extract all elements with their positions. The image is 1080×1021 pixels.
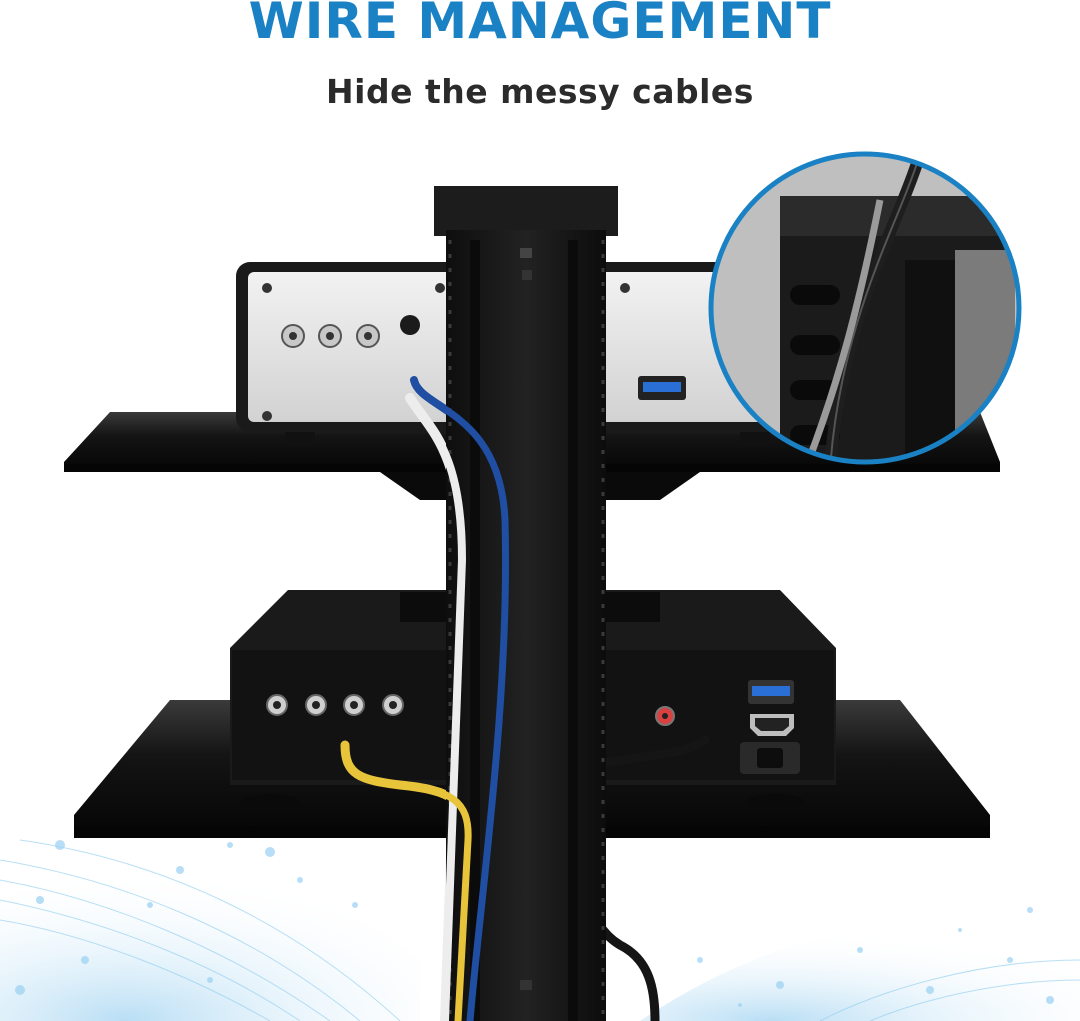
rca-jack-icon: [266, 694, 675, 726]
front-cables: [341, 376, 510, 1021]
page-subtitle: Hide the messy cables: [326, 72, 754, 111]
center-pole: [434, 186, 618, 1021]
power-socket-icon: [740, 742, 800, 774]
hdmi-port-icon: [750, 714, 794, 736]
usb-port-icon: [748, 680, 794, 704]
page-title: WIRE MANAGEMENT: [248, 0, 832, 50]
usb-port-icon: [638, 376, 686, 400]
rca-jack-icon: [281, 324, 380, 348]
cable-clip-zoom-inset: [708, 151, 1022, 465]
water-splash-decoration: [0, 827, 1080, 1021]
